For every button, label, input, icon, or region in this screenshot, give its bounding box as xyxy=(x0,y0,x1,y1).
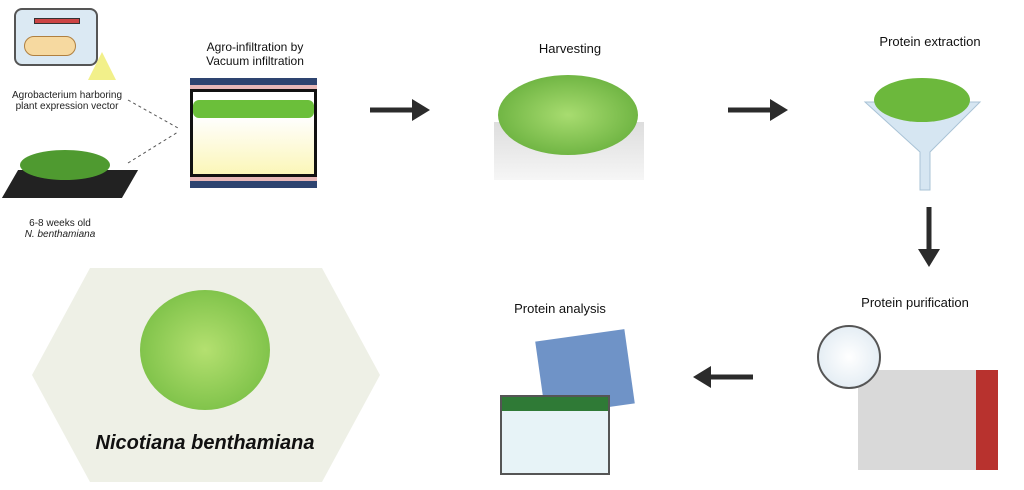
infiltration-title-2: Vacuum infiltration xyxy=(206,54,304,68)
nicotiana-plant-icon xyxy=(140,290,270,410)
electrophoresis-tank xyxy=(500,395,610,475)
arrow-right-icon xyxy=(370,99,430,121)
plasmid-icon xyxy=(34,18,80,24)
plant-species: N. benthamiana xyxy=(24,229,96,240)
lettuce-icon xyxy=(498,75,638,155)
resin-bead-icon xyxy=(817,325,881,389)
arrow-right-icon xyxy=(728,99,788,121)
analysis-title: Protein analysis xyxy=(514,301,606,316)
bacterium-icon xyxy=(24,36,76,56)
infiltration-title-1: Agro-infiltration by xyxy=(206,40,304,54)
plants-icon xyxy=(20,150,110,180)
flask-icon xyxy=(88,52,116,80)
chromatography-system xyxy=(858,370,998,470)
vacuum-chamber xyxy=(190,78,317,193)
arrow-left-icon xyxy=(693,366,753,388)
plant-age: 6-8 weeks old xyxy=(29,218,91,229)
agro-label: Agrobacterium harboring plant expression… xyxy=(11,90,123,112)
extraction-title: Protein extraction xyxy=(879,34,981,49)
purification-title: Protein purification xyxy=(861,295,969,310)
connector-lines xyxy=(127,99,179,164)
harvesting-title: Harvesting xyxy=(538,41,602,56)
arrow-down-icon xyxy=(918,207,940,267)
funnel-icon xyxy=(863,78,982,191)
vector-bubble xyxy=(14,8,98,66)
species-title: Nicotiana benthamiana xyxy=(95,432,315,454)
